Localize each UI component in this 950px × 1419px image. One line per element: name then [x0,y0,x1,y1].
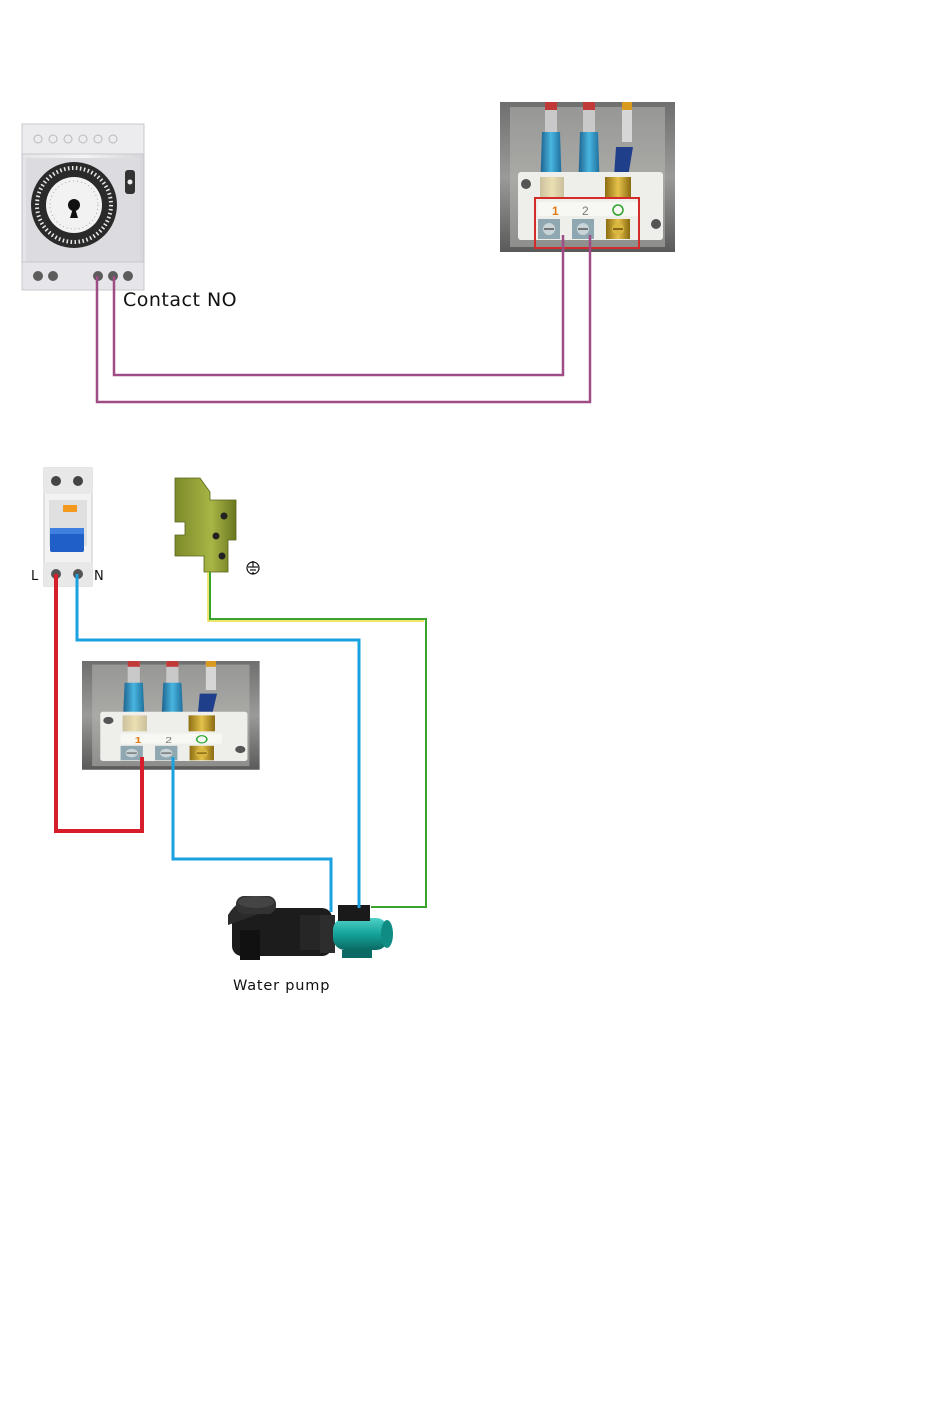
neutral-wire-terminal [173,757,331,912]
terminal-block-photo [500,102,675,252]
contact-no-label: Contact NO [123,289,237,311]
water-pump-label: Water pump [233,978,330,994]
terminal-block-photo-lower [82,661,260,770]
breaker-l-label: L [31,569,39,584]
breaker-n-label: N [94,569,104,584]
circuit-breaker-icon [44,468,92,586]
water-pump-icon [228,896,393,960]
timer-switch-icon [22,124,144,290]
ground-terminal-icon [175,478,236,572]
ground-symbol-icon [247,561,259,574]
control-wire-2 [97,235,590,402]
